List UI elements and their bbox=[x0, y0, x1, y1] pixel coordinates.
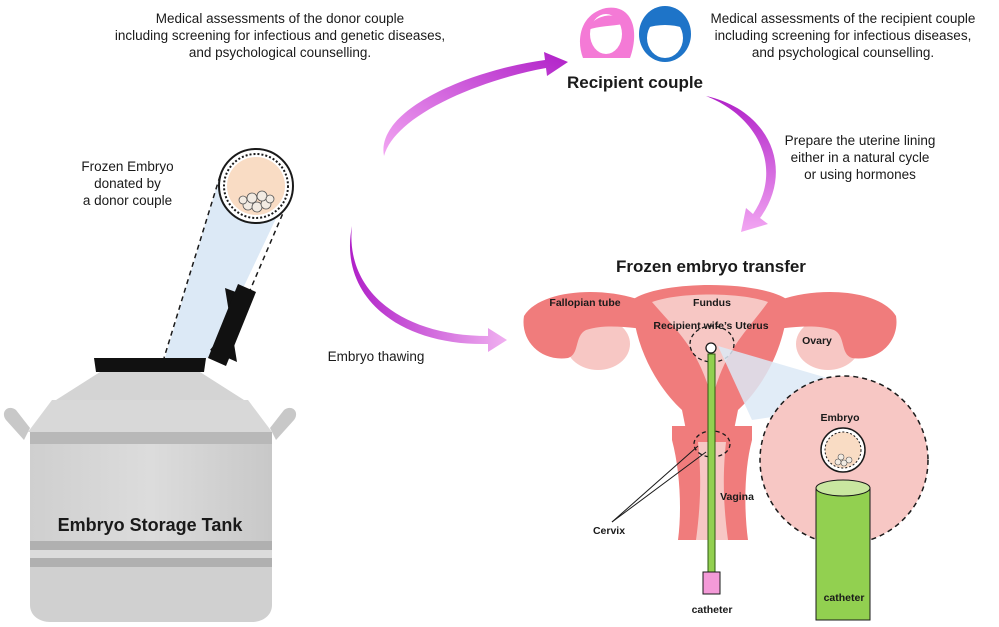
woman-icon bbox=[579, 7, 635, 59]
prepare-lining-text: Prepare the uterine lining either in a n… bbox=[784, 133, 936, 182]
catheter-zoom-label: catheter bbox=[823, 592, 865, 604]
catheter-zoom-icon bbox=[815, 479, 871, 621]
embryo-label: Embryo bbox=[820, 412, 860, 424]
arrow-donor-to-recipient bbox=[383, 52, 568, 156]
arrow-recipient-to-transfer bbox=[706, 96, 776, 232]
donor-assessment-text: Medical assessments of the donor couple … bbox=[114, 11, 446, 60]
arrow-embryo-thawing bbox=[349, 226, 507, 352]
recipient-assessment-text: Medical assessments of the recipient cou… bbox=[710, 11, 976, 60]
fundus-label: Fundus bbox=[693, 297, 731, 309]
cervix-label: Cervix bbox=[592, 525, 626, 537]
embryo-thawing-text: Embryo thawing bbox=[327, 349, 425, 364]
storage-tank-icon bbox=[3, 284, 297, 622]
frozen-embryo-donated-text: Frozen Embryo donated by a donor couple bbox=[81, 159, 174, 208]
recipient-couple-title: Recipient couple bbox=[566, 73, 704, 92]
embryo-transfer-zoom bbox=[718, 346, 929, 545]
man-icon bbox=[639, 6, 691, 62]
tank-label: Embryo Storage Tank bbox=[57, 515, 243, 535]
embryo-icon bbox=[218, 148, 294, 224]
fallopian-tube-label: Fallopian tube bbox=[549, 297, 621, 309]
uterus-label: Recipient wife’s Uterus bbox=[653, 320, 769, 332]
catheter-icon bbox=[702, 353, 721, 595]
frozen-embryo-transfer-title: Frozen embryo transfer bbox=[616, 257, 806, 276]
catheter-label: catheter bbox=[691, 604, 733, 616]
vagina-label: Vagina bbox=[720, 491, 754, 503]
ovary-label: Ovary bbox=[802, 335, 832, 347]
